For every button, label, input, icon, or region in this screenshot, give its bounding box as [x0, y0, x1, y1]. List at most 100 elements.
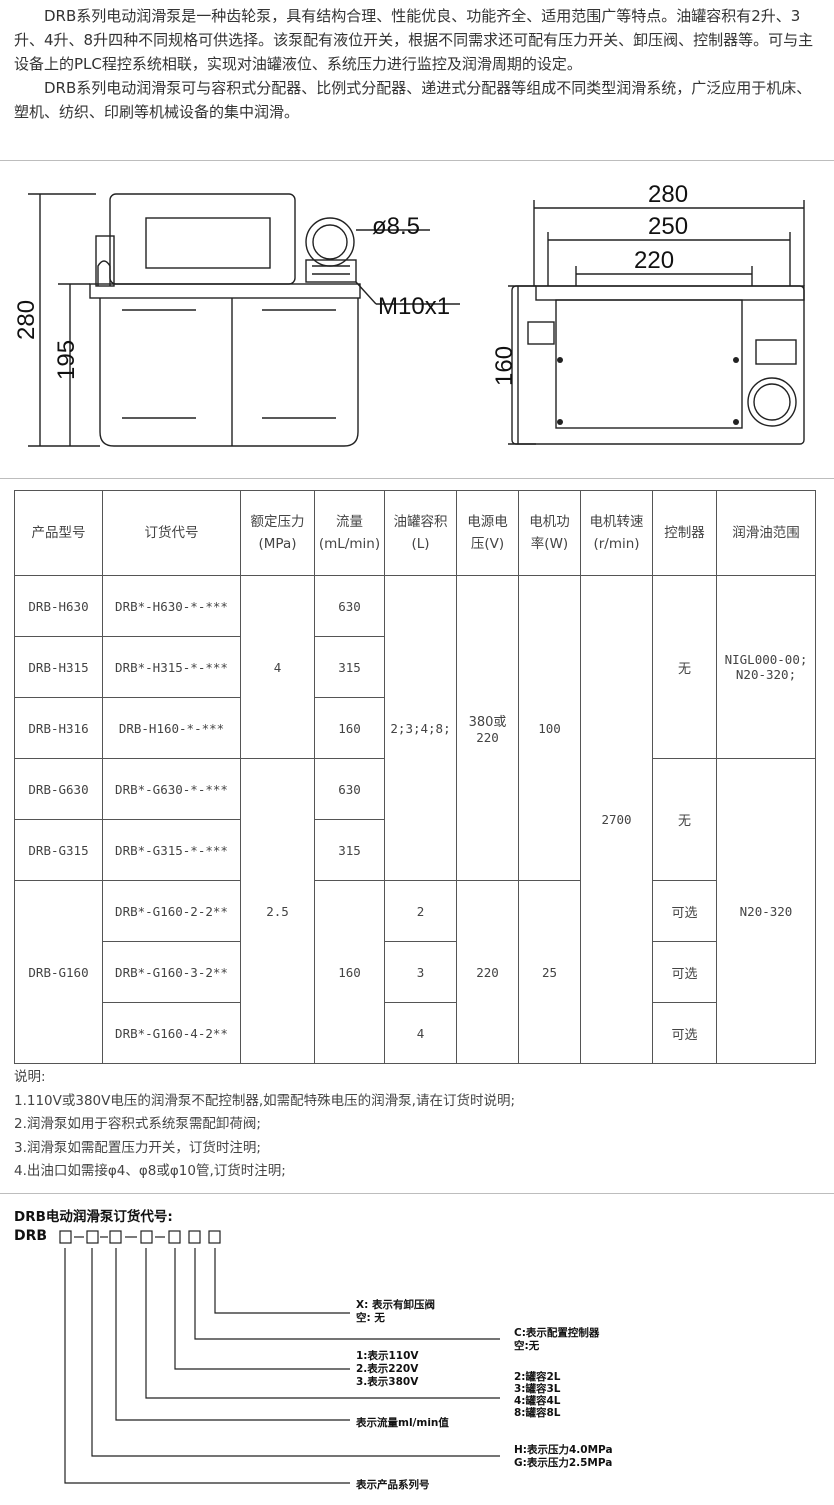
label-controller-2: 空:无 [514, 1339, 540, 1352]
note-item: 1.110V或380V电压的润滑泵不配控制器,如需配特殊电压的润滑泵,请在订货时… [14, 1092, 516, 1109]
cell-voltage-g160: 220 [456, 880, 519, 1064]
side-width-280: 280 [648, 181, 688, 208]
cell-code: DRB*-G160-2-2** [102, 880, 241, 942]
left-bracket [95, 235, 115, 287]
cell-tank: 3 [384, 941, 457, 1003]
cell-controller: 可选 [652, 1002, 717, 1064]
label-window [145, 217, 271, 269]
order-code-prefix: DRB [14, 1228, 48, 1244]
header-pressure: 额定压力(MPa) [240, 490, 315, 576]
cell-model: DRB-G630 [14, 758, 103, 820]
cell-controller: 可选 [652, 941, 717, 1003]
cell-flow: 315 [314, 819, 385, 881]
pump-motor-cover [109, 193, 296, 285]
cell-model-g160: DRB-G160 [14, 880, 103, 1064]
header-order-code: 订货代号 [102, 490, 241, 576]
table-row: DRB-H630 DRB*-H630-*-*** 4 630 2;3;4;8; … [14, 575, 816, 1064]
cell-flow-g160: 160 [314, 880, 385, 1064]
label-pressure-1: H:表示压力4.0MPa [514, 1443, 613, 1456]
cell-speed: 2700 [580, 575, 653, 1064]
intro-paragraph-2: DRB系列电动润滑泵可与容积式分配器、比例式分配器、递进式分配器等组成不同类型润… [14, 79, 812, 121]
cell-model: DRB-G315 [14, 819, 103, 881]
side-height: 160 [491, 346, 518, 386]
header-tank: 油罐容积(L) [384, 490, 457, 576]
cell-code: DRB-H160-*-*** [102, 697, 241, 759]
cell-tank-hg: 2;3;4;8; [384, 575, 457, 881]
front-diameter: ø8.5 [372, 213, 420, 240]
outlet-block [305, 259, 357, 283]
label-pressure-2: G:表示压力2.5MPa [514, 1456, 612, 1469]
label-tank-2: 3:罐容3L [514, 1382, 561, 1395]
front-height-total: 280 [13, 300, 40, 340]
cell-code: DRB*-H630-*-*** [102, 575, 241, 637]
label-voltage-3: 3.表示380V [356, 1375, 419, 1388]
cell-controller-h: 无 [652, 575, 717, 759]
cell-model: DRB-H630 [14, 575, 103, 637]
table-row: DRB-G160 DRB*-G160-2-2** 160 2 220 25 可选 [14, 880, 816, 1064]
table-row: DRB-H316 DRB-H160-*-*** 160 [14, 697, 816, 759]
cell-flow: 315 [314, 636, 385, 698]
oil-tank [99, 298, 359, 447]
motor-box [555, 299, 743, 429]
table-row: DRB-G630 DRB*-G630-*-*** 2.5 630 无 N20-3… [14, 758, 816, 1064]
header-oil: 润滑油范围 [716, 490, 816, 576]
cell-model: DRB-H316 [14, 697, 103, 759]
technical-drawing: 280 195 ø8.5 M10x1 280 250 220 160 [13, 181, 805, 447]
front-thread: M10x1 [378, 293, 450, 320]
note-item: 4.出油口如需接φ4、φ8或φ10管,订货时注明; [14, 1163, 286, 1179]
cell-oil-g: N20-320 [716, 758, 816, 1064]
cell-model: DRB-H315 [14, 636, 103, 698]
divider [0, 1193, 834, 1194]
cell-controller-g: 无 [652, 758, 717, 881]
cell-code: DRB*-H315-*-*** [102, 636, 241, 698]
spec-table: 产品型号 订货代号 额定压力(MPa) 流量(mL/min) 油罐容积(L) 电… [14, 490, 816, 1064]
cell-flow: 160 [314, 697, 385, 759]
note-item: 3.润滑泵如需配置压力开关，订货时注明; [14, 1139, 261, 1156]
label-valve-1: X: 表示有卸压阀 [356, 1298, 435, 1311]
label-flow: 表示流量ml/min值 [355, 1416, 449, 1429]
cell-code: DRB*-G630-*-*** [102, 758, 241, 820]
cell-power-hg: 100 [518, 575, 581, 881]
cell-flow: 630 [314, 575, 385, 637]
intro-text: DRB系列电动润滑泵是一种齿轮泵，具有结构合理、性能优良、功能齐全、适用范围广等… [14, 4, 822, 124]
table-header-row: 产品型号 订货代号 额定压力(MPa) 流量(mL/min) 油罐容积(L) 电… [14, 490, 816, 576]
table-row: DRB*-G160-3-2** 3 可选 [15, 941, 816, 1003]
cell-code: DRB*-G160-4-2** [102, 1002, 241, 1064]
intro-paragraph-1: DRB系列电动润滑泵是一种齿轮泵，具有结构合理、性能优良、功能齐全、适用范围广等… [14, 7, 814, 73]
label-controller-1: C:表示配置控制器 [514, 1326, 600, 1339]
header-model: 产品型号 [14, 490, 103, 576]
cell-tank: 4 [384, 1002, 457, 1064]
divider [0, 478, 834, 479]
side-width-250: 250 [648, 213, 688, 240]
order-code-diagram: X: 表示有卸压阀 空: 无 C:表示配置控制器 空:无 1:表示110V 2.… [59, 1230, 613, 1491]
side-gauge [747, 377, 797, 427]
cell-tank: 2 [384, 880, 457, 942]
cell-oil-h: NIGL000-00;N20-320; [716, 575, 816, 759]
header-voltage: 电源电压(V) [456, 490, 519, 576]
order-code-title: DRB电动润滑泵订货代号: [14, 1209, 173, 1225]
side-width-220: 220 [634, 247, 674, 274]
front-height-tank: 195 [53, 340, 80, 380]
label-voltage-1: 1:表示110V [356, 1349, 419, 1362]
header-controller: 控制器 [652, 490, 717, 576]
label-tank-4: 8:罐容8L [514, 1406, 561, 1419]
header-power: 电机功率(W) [518, 490, 581, 576]
table-row: DRB-G315 DRB*-G315-*-*** 315 [14, 819, 816, 881]
label-series: 表示产品系列号 [355, 1478, 430, 1491]
label-tank-1: 2:罐容2L [514, 1370, 561, 1383]
cell-code: DRB*-G315-*-*** [102, 819, 241, 881]
divider [0, 160, 834, 161]
label-valve-2: 空: 无 [356, 1311, 385, 1324]
note-item: 2.润滑泵如用于容积式系统泵需配卸荷阀; [14, 1116, 261, 1132]
notes-title: 说明: [14, 1069, 46, 1085]
table-row: DRB*-G160-4-2** 4 可选 [15, 1002, 816, 1064]
cell-pressure-h: 4 [240, 575, 315, 759]
label-voltage-2: 2.表示220V [356, 1362, 419, 1375]
cell-controller: 可选 [652, 880, 717, 942]
tank-flange [89, 283, 361, 299]
header-speed: 电机转速(r/min) [580, 490, 653, 576]
notes: 说明: 1.110V或380V电压的润滑泵不配控制器,如需配特殊电压的润滑泵,请… [14, 1066, 515, 1184]
cell-code: DRB*-G160-3-2** [102, 941, 241, 1003]
cell-power-g160: 25 [518, 880, 581, 1064]
